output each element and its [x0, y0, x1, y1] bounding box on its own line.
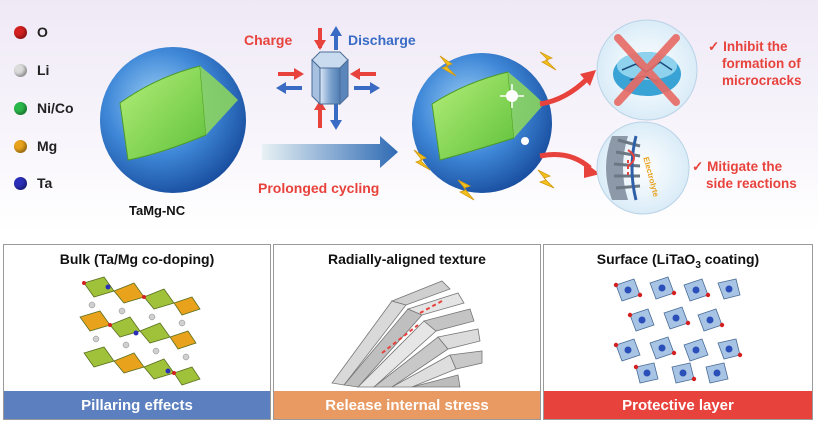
check-icon: ✓	[692, 159, 704, 174]
legend-item-ta: Ta	[14, 175, 52, 191]
legend-dot-nico	[14, 101, 27, 115]
benefit-text: side reactions	[706, 176, 797, 191]
check-icon: ✓	[708, 39, 720, 54]
panel-texture: Radially-aligned texture Release interna…	[273, 244, 541, 420]
legend-item-o: O	[14, 24, 48, 40]
legend-dot-ta	[14, 176, 27, 190]
panel-title: Bulk (Ta/Mg co-doping)	[59, 251, 215, 267]
radial-texture	[331, 280, 483, 388]
legend-dot-mg	[14, 139, 27, 153]
litao3-structure	[613, 276, 743, 384]
benefit-text: Mitigate the	[707, 159, 783, 174]
cycling-label: Prolonged cycling	[258, 180, 380, 196]
discharge-label: Discharge	[348, 32, 416, 48]
legend-label: Li	[37, 62, 50, 78]
benefit-microcracks: ✓ Inhibit the formation of microcracks	[708, 38, 802, 89]
legend-dot-o	[14, 25, 27, 39]
cycling-arrow	[262, 136, 398, 168]
arrow-to-microcracks	[539, 76, 590, 107]
legend-label: Ni/Co	[37, 100, 74, 116]
panel-footer: Pillaring effects	[4, 391, 270, 419]
lightning-bolts	[413, 51, 557, 201]
co-doping-structure	[79, 276, 201, 386]
surface-bubble	[596, 121, 690, 215]
panel-title: Radially-aligned texture	[328, 251, 486, 267]
charge-discharge-arrows	[276, 26, 380, 130]
benefit-side-reactions: ✓ Mitigate the side reactions	[692, 158, 797, 192]
panel-footer: Protective layer	[544, 391, 812, 419]
hexagonal-prism	[311, 51, 349, 106]
title-part: Surface (LiTaO	[596, 251, 696, 267]
schematic-graphic	[100, 19, 698, 215]
panel-bulk: Bulk (Ta/Mg co-doping) Pillaring effects	[3, 244, 271, 420]
legend-label: O	[37, 24, 48, 40]
legend-dot-li	[14, 63, 27, 77]
panel-footer: Release internal stress	[274, 391, 540, 419]
legend-label: Mg	[37, 138, 58, 154]
microcrack-bubble	[596, 19, 698, 121]
legend-label: Ta	[37, 175, 53, 191]
charge-label: Charge	[244, 32, 293, 48]
legend-item-mg: Mg	[14, 138, 57, 154]
panel-surface: Surface (LiTaO3 coating) Protective laye…	[543, 244, 813, 420]
particle-label: TaMg-NC	[129, 203, 186, 218]
benefit-text: microcracks	[722, 73, 802, 88]
pristine-particle	[100, 47, 246, 193]
arrow-to-side-reactions	[539, 152, 592, 170]
cycled-particle	[412, 53, 552, 193]
title-subscript: 3	[695, 259, 701, 271]
benefit-line: ✓ Mitigate the	[692, 158, 797, 175]
title-part: coating)	[700, 251, 760, 267]
legend-item-nico: Ni/Co	[14, 100, 74, 116]
benefit-text: formation of	[722, 56, 801, 71]
benefit-line: ✓ Inhibit the	[708, 38, 802, 55]
legend-item-li: Li	[14, 62, 49, 78]
panel-title: Surface (LiTaO3 coating)	[544, 251, 812, 271]
benefit-text: Inhibit the	[723, 39, 788, 54]
